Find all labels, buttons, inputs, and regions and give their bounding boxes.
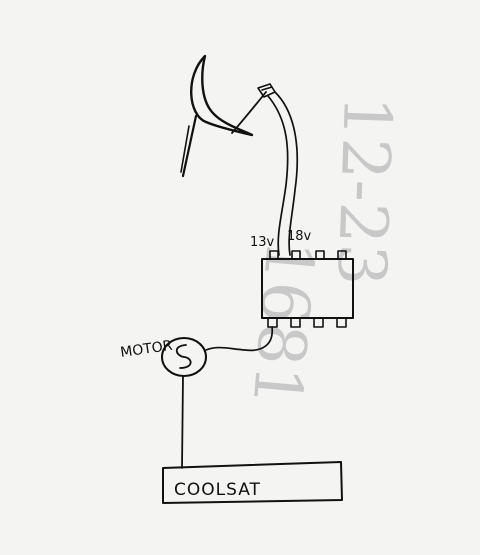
motor: [161, 337, 207, 377]
pin-top-2: [291, 250, 301, 260]
cable-18v: [274, 91, 299, 256]
cable-motor-to-receiver: [181, 375, 184, 469]
motor-s-symbol: [175, 344, 192, 369]
dish-mount-pole-2: [180, 125, 190, 173]
receiver-body: [162, 461, 343, 504]
label-coolsat: COOLSAT: [174, 480, 261, 500]
feed-arm: [231, 91, 267, 134]
pin-top-1: [269, 250, 279, 260]
cable-switch-to-motor: [205, 326, 273, 352]
bleed-through-writing: 12-23 1681: [237, 94, 406, 410]
lnb-cables: [267, 91, 299, 256]
label-motor: MOTOR: [119, 338, 173, 361]
label-13v: 13v: [250, 235, 275, 250]
bleed-text-2: 1681: [237, 237, 328, 411]
switch-body: [261, 258, 354, 319]
dish-mount-pole: [181, 114, 198, 178]
switch-box: [261, 250, 354, 328]
pin-top-3: [315, 250, 325, 260]
lnb-icon: [257, 83, 276, 98]
pin-bottom-4: [336, 317, 347, 328]
pin-bottom-3: [313, 317, 324, 328]
cable-13v: [267, 95, 289, 256]
bleed-text-1: 12-23: [322, 94, 406, 287]
pin-bottom-2: [290, 317, 301, 328]
pin-top-4: [337, 250, 347, 260]
satellite-dish: [180, 54, 276, 178]
dish-reflector: [190, 54, 254, 137]
label-18v: 18v: [287, 229, 312, 244]
motor-circle: [161, 337, 207, 377]
receiver-box: [162, 461, 343, 504]
